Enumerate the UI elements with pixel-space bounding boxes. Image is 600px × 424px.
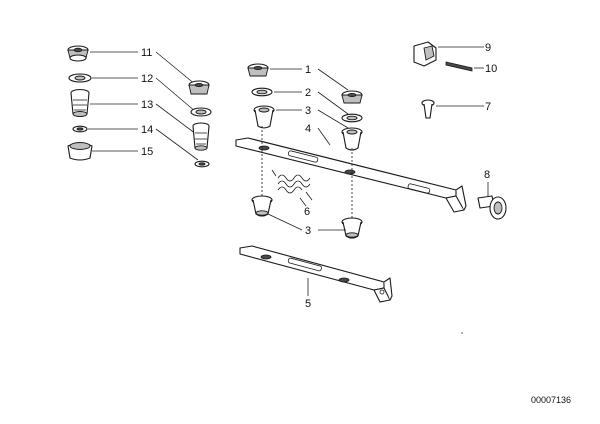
callout-14: 14 <box>141 124 153 136</box>
part-14-ring <box>72 125 88 133</box>
callout-8: 8 <box>484 169 490 181</box>
part-2-washer-right <box>341 113 363 123</box>
svg-text:4: 4 <box>305 123 311 135</box>
callout-12: 12 <box>141 73 153 85</box>
assembled-stack-11-15 <box>188 80 212 168</box>
svg-text:2: 2 <box>305 87 311 99</box>
part-7-pin <box>421 99 435 119</box>
svg-text:00007136: 00007136 <box>531 395 571 405</box>
svg-text:1: 1 <box>305 64 311 76</box>
part-1-cap-right <box>341 90 363 104</box>
part-3-grommet-right-bottom <box>341 217 363 239</box>
part-4-bracket <box>235 137 467 213</box>
callout-13: 13 <box>141 99 153 111</box>
svg-text:6: 6 <box>304 206 310 218</box>
part-11-cap <box>67 45 89 62</box>
svg-text:10: 10 <box>485 63 497 75</box>
part-12-washer <box>68 73 92 83</box>
svg-text:9: 9 <box>485 42 491 54</box>
part-15-sleeve <box>67 142 93 161</box>
callout-1: 1 <box>305 64 311 76</box>
svg-text:3: 3 <box>305 225 311 237</box>
callout-4: 4 <box>305 123 311 135</box>
callout-7: 7 <box>485 101 491 113</box>
part-5-bracket <box>239 245 393 303</box>
svg-text:12: 12 <box>141 73 153 85</box>
svg-text:5: 5 <box>305 298 311 310</box>
part-1-cap-left <box>247 63 269 77</box>
part-9-clip <box>413 41 437 67</box>
callout-5: 5 <box>305 298 311 310</box>
svg-text:14: 14 <box>141 124 153 136</box>
callout-3-bottom: 3 <box>305 225 311 237</box>
callout-6: 6 <box>304 206 310 218</box>
part-13-bushing <box>70 88 90 117</box>
part-10-strip <box>445 61 473 72</box>
part-6-spring <box>271 169 313 201</box>
callout-10: 10 <box>485 63 497 75</box>
callout-11: 11 <box>141 47 152 59</box>
svg-text:3: 3 <box>305 105 311 117</box>
part-3-grommet-right-top <box>341 127 363 151</box>
callout-15: 15 <box>141 146 153 158</box>
svg-text:11: 11 <box>141 47 152 59</box>
callout-2: 2 <box>305 87 311 99</box>
svg-text:13: 13 <box>141 99 153 111</box>
callout-3-top: 3 <box>305 105 311 117</box>
part-8-knob <box>477 195 507 220</box>
svg-text:8: 8 <box>484 169 490 181</box>
svg-text:7: 7 <box>485 101 491 113</box>
document-number: 00007136 <box>531 395 571 405</box>
part-2-washer-left <box>251 87 273 97</box>
part-3-grommet-left-top <box>253 105 275 129</box>
callout-9: 9 <box>485 42 491 54</box>
stray-dot <box>461 332 463 334</box>
svg-text:15: 15 <box>141 146 153 158</box>
part-3-grommet-left-bottom <box>251 195 273 217</box>
